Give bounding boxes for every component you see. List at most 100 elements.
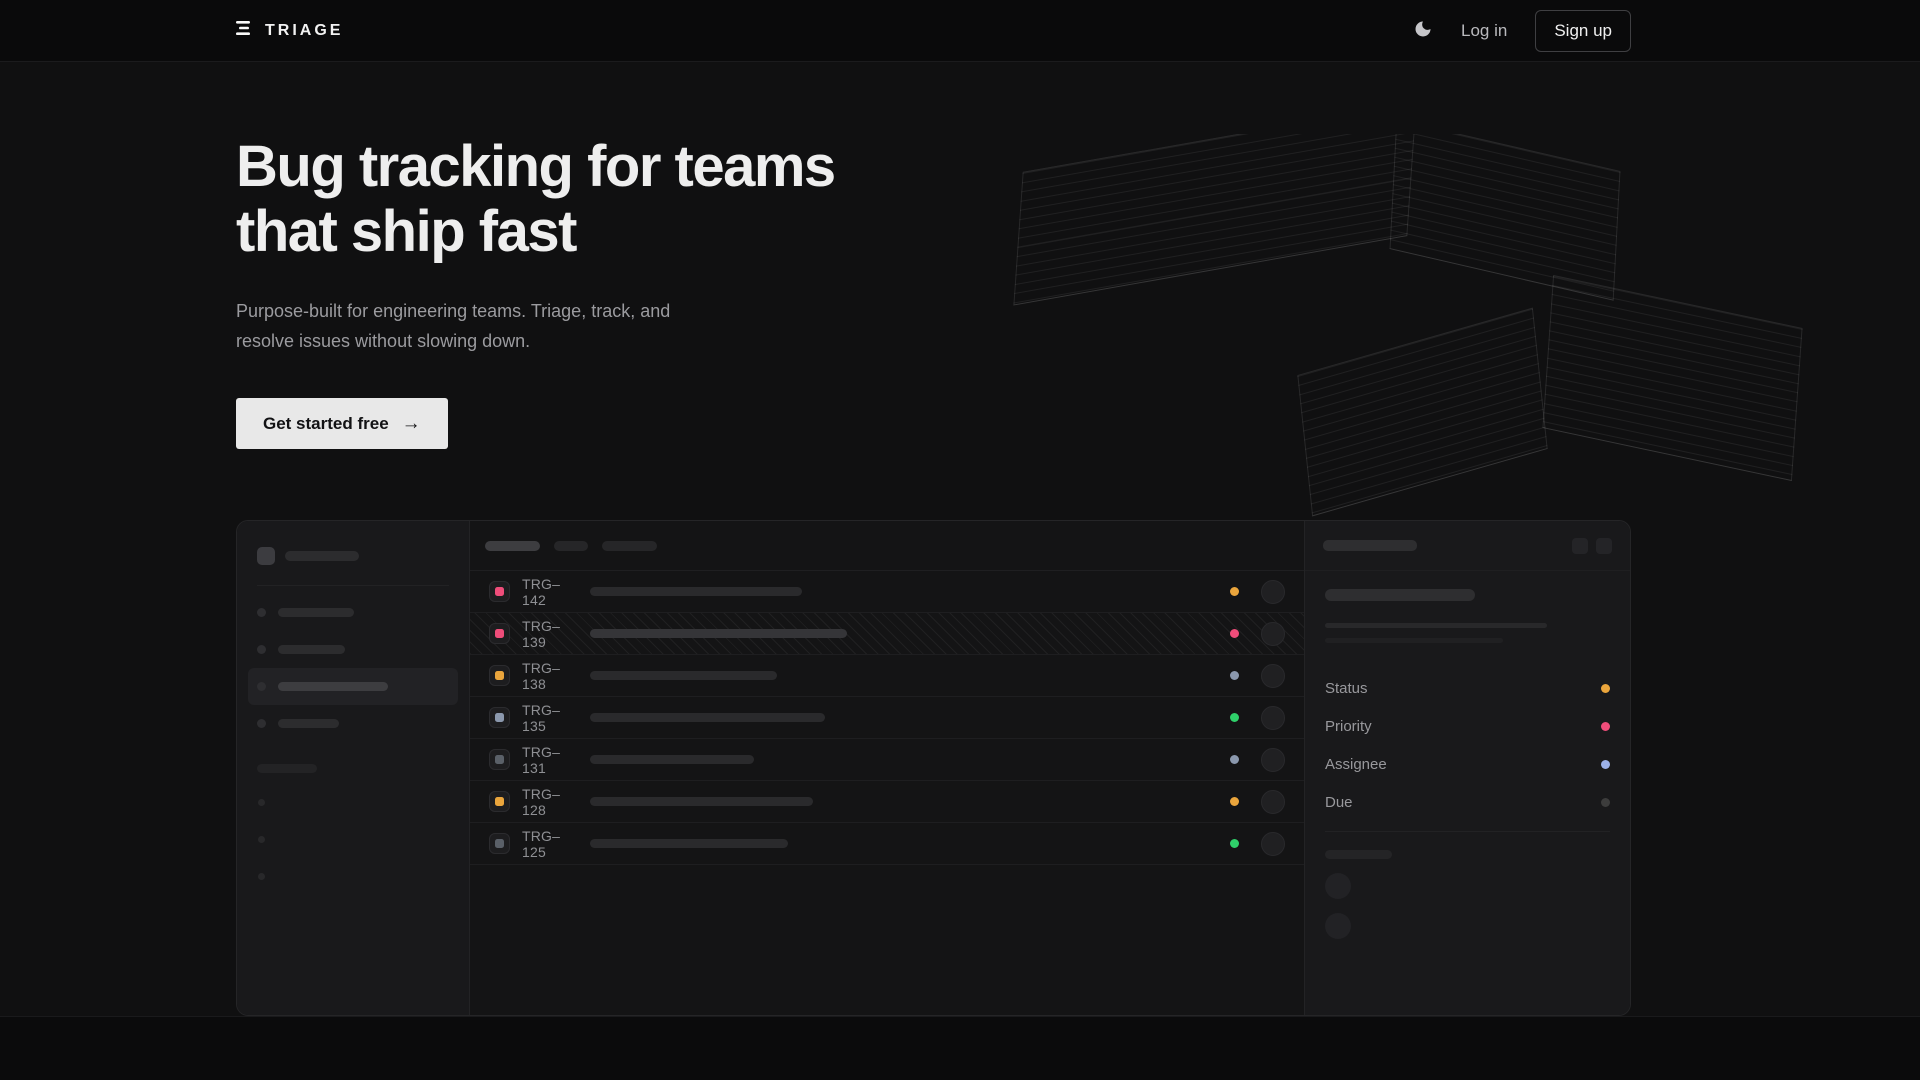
issue-id: TRG–142 xyxy=(522,575,561,608)
app-mockup-card: TRG–142 TRG–139 TRG–138 TRG–135 TRG–131 … xyxy=(236,520,1631,1016)
panel-action-skeleton xyxy=(1572,537,1588,554)
section-label-skeleton xyxy=(257,764,317,773)
issue-title-skeleton xyxy=(1325,589,1475,601)
login-link[interactable]: Log in xyxy=(1461,20,1508,40)
hero-subtitle-line2: resolve issues without slowing down. xyxy=(236,331,531,351)
issue-id: TRG–135 xyxy=(522,701,561,734)
issue-panel-header xyxy=(470,521,1304,571)
issue-title-skeleton xyxy=(590,671,777,680)
issue-title-skeleton xyxy=(590,755,754,764)
issue-avatar xyxy=(1261,621,1285,646)
detail-panel-header xyxy=(1305,521,1630,571)
hero-title: Bug tracking for teams that ship fast xyxy=(236,134,1631,264)
issue-priority-icon xyxy=(489,833,510,854)
skeleton-bar xyxy=(285,551,359,561)
detail-field-row: Assignee xyxy=(1325,745,1610,783)
issue-title-skeleton xyxy=(590,629,847,638)
issue-id: TRG–138 xyxy=(522,659,561,692)
skeleton-bar xyxy=(278,608,354,617)
tab-skeleton xyxy=(554,540,588,551)
mini-dot-skeleton xyxy=(258,799,265,806)
issue-priority-icon xyxy=(489,707,510,728)
issue-avatar xyxy=(1261,579,1285,604)
navbar: TRIAGE Log in Sign up xyxy=(0,0,1920,62)
issue-row: TRG–128 xyxy=(470,781,1304,823)
nav-icon-skeleton xyxy=(257,645,266,654)
issue-avatar xyxy=(1261,831,1285,856)
sidebar-nav-item-active xyxy=(248,668,458,705)
issue-avatar xyxy=(1261,747,1285,772)
mockup-issue-panel: TRG–142 TRG–139 TRG–138 TRG–135 TRG–131 … xyxy=(470,521,1304,1015)
nav-icon-skeleton xyxy=(257,682,266,691)
issue-list: TRG–142 TRG–139 TRG–138 TRG–135 TRG–131 … xyxy=(470,571,1304,865)
text-line-skeleton xyxy=(1325,623,1547,628)
mockup-detail-panel: Status Priority Assignee Due xyxy=(1304,521,1630,1015)
field-dot xyxy=(1601,797,1610,807)
triage-logo-icon xyxy=(236,20,254,41)
detail-field-row: Status xyxy=(1325,669,1610,707)
get-started-button[interactable]: Get started free → xyxy=(236,398,448,449)
issue-status-dot xyxy=(1230,713,1239,722)
field-label: Status xyxy=(1325,679,1368,697)
mockup-sidebar-nav xyxy=(248,594,458,742)
issue-row: TRG–131 xyxy=(470,739,1304,781)
field-dot xyxy=(1601,721,1610,731)
issue-priority-icon xyxy=(489,581,510,602)
mini-dot-skeleton xyxy=(258,836,265,843)
nav-icon-skeleton xyxy=(257,719,266,728)
field-dot xyxy=(1601,683,1610,693)
theme-toggle-button[interactable] xyxy=(1413,19,1433,42)
issue-row: TRG–142 xyxy=(470,571,1304,613)
signup-button[interactable]: Sign up xyxy=(1535,9,1631,52)
hero-title-line1: Bug tracking for teams xyxy=(236,134,836,199)
brand-name: TRIAGE xyxy=(265,21,344,39)
nav-icon-skeleton xyxy=(257,608,266,617)
activity-avatar-skeleton xyxy=(1325,873,1351,899)
tab-skeleton xyxy=(485,540,540,551)
footer xyxy=(0,1016,1920,1080)
issue-row: TRG–135 xyxy=(470,697,1304,739)
issue-status-dot xyxy=(1230,755,1239,764)
field-label: Assignee xyxy=(1325,755,1387,773)
divider xyxy=(1325,831,1610,832)
sidebar-nav-item xyxy=(248,631,458,668)
issue-priority-icon xyxy=(489,665,510,686)
issue-priority-icon xyxy=(489,791,510,812)
issue-avatar xyxy=(1261,663,1285,688)
mockup-workspace-switcher xyxy=(257,547,449,565)
mini-dot-skeleton xyxy=(258,873,265,880)
issue-id: TRG–128 xyxy=(522,785,561,818)
skeleton-bar xyxy=(278,719,339,728)
panel-action-skeleton xyxy=(1596,537,1612,554)
mockup-sidebar xyxy=(237,521,470,1015)
skeleton-bar xyxy=(1325,850,1392,859)
moon-icon xyxy=(1413,19,1433,42)
hero-subtitle: Purpose-built for engineering teams. Tri… xyxy=(236,296,1631,356)
issue-row: TRG–139 xyxy=(470,613,1304,655)
sidebar-nav-item xyxy=(248,594,458,631)
issue-id: TRG–125 xyxy=(522,827,561,860)
skeleton-bar xyxy=(278,645,345,654)
issue-status-dot xyxy=(1230,629,1239,638)
get-started-label: Get started free xyxy=(263,413,389,433)
sidebar-nav-item xyxy=(248,705,458,742)
page: TRIAGE Log in Sign up xyxy=(0,0,1920,1017)
issue-title-skeleton xyxy=(590,839,788,848)
detail-fields: Status Priority Assignee Due xyxy=(1325,669,1610,821)
arrow-right-icon: → xyxy=(401,413,421,434)
issue-id: TRG–139 xyxy=(522,617,561,650)
skeleton-bar xyxy=(1323,540,1417,551)
field-dot xyxy=(1601,759,1610,769)
workspace-avatar-skeleton xyxy=(257,547,275,565)
issue-status-dot xyxy=(1230,797,1239,806)
issue-priority-icon xyxy=(489,749,510,770)
main-content: Bug tracking for teams that ship fast Pu… xyxy=(0,134,1920,1016)
issue-id: TRG–131 xyxy=(522,743,561,776)
text-line-skeleton xyxy=(1325,638,1503,643)
issue-title-skeleton xyxy=(590,713,825,722)
issue-title-skeleton xyxy=(590,587,802,596)
issue-status-dot xyxy=(1230,839,1239,848)
issue-priority-icon xyxy=(489,623,510,644)
brand[interactable]: TRIAGE xyxy=(236,20,343,41)
detail-field-row: Due xyxy=(1325,783,1610,821)
